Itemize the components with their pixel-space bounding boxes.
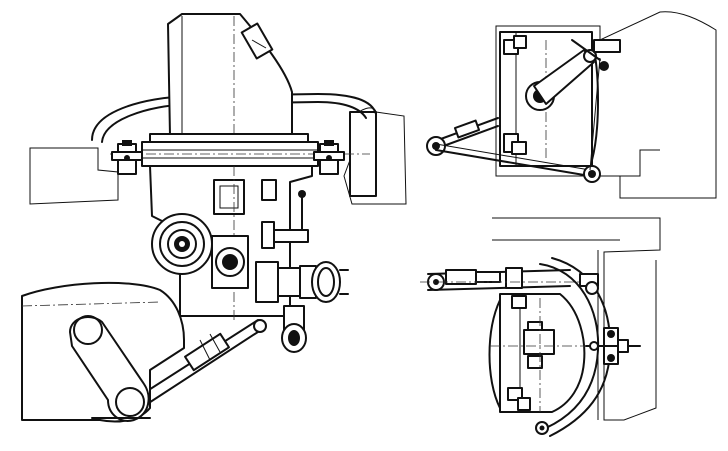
lower-clamp (585, 327, 641, 365)
handwheel (151, 213, 213, 275)
lower-top-rod (420, 267, 600, 291)
lower-pivot-pin (535, 421, 549, 435)
left-bolt-assembly (111, 140, 143, 175)
left-wall-section (29, 147, 119, 205)
upper-side-view (426, 11, 717, 199)
center-dial (211, 235, 249, 289)
bottom-bracket (21, 281, 185, 423)
linkage-rod (129, 319, 267, 411)
lower-side-view (420, 217, 661, 437)
adjust-lever (261, 190, 309, 249)
upper-link-rod (426, 39, 601, 183)
housing-clamp (240, 22, 274, 60)
lower-sight-box (488, 293, 620, 413)
sight-housing (167, 13, 293, 137)
eyepiece-knob (255, 261, 349, 303)
lower-knob (281, 305, 307, 353)
front-section-view (21, 13, 407, 423)
right-bolt-assembly (313, 140, 345, 175)
right-wall-section (343, 107, 407, 205)
